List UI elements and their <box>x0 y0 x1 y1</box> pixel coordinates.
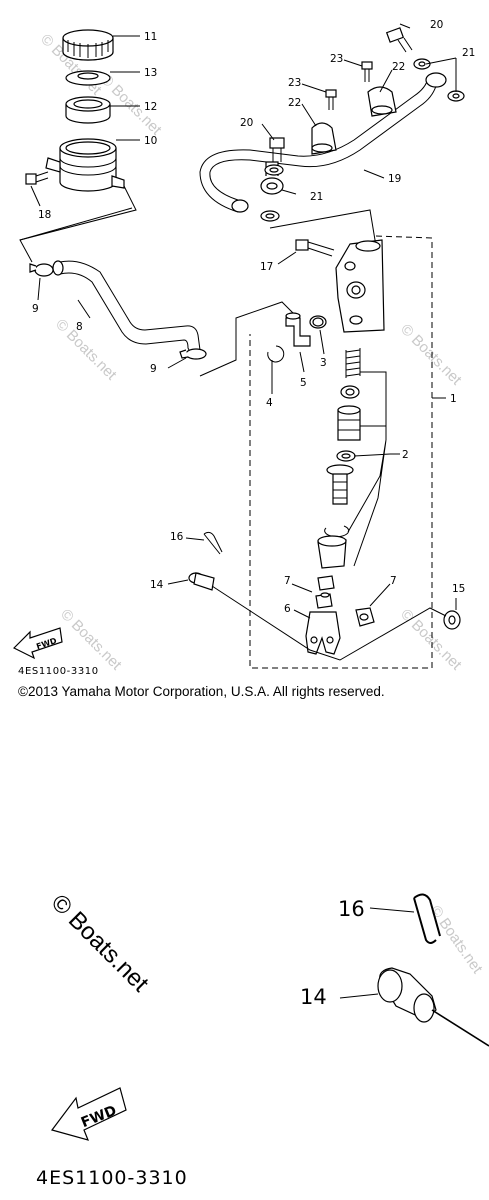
bolt <box>295 239 335 257</box>
spring-seat <box>340 385 360 399</box>
hose-clamp <box>179 348 207 360</box>
part-label-14: 14 <box>150 579 164 591</box>
bolt <box>25 171 49 185</box>
hose-holder <box>311 86 397 155</box>
reservoir-hose <box>52 260 201 353</box>
watermark-text: © Boats.net <box>46 889 154 997</box>
cotter-pin <box>203 531 223 555</box>
fwd-arrow-icon: FWD <box>12 627 63 660</box>
diaphragm-plate <box>65 70 111 86</box>
clevis-pin <box>188 572 215 591</box>
part-label-19: 19 <box>388 173 401 185</box>
part-label-23: 23 <box>288 77 301 89</box>
copper-washer <box>260 58 465 222</box>
hose-joint <box>285 312 311 347</box>
part-label-18: 18 <box>38 209 51 221</box>
nut <box>315 575 335 609</box>
part-label-15: 15 <box>452 583 465 595</box>
watermark-text: © Boats.net <box>397 321 465 389</box>
part-label-16: 16 <box>170 531 184 543</box>
part-label-3: 3 <box>320 357 327 369</box>
part-label-16: 16 <box>338 897 365 921</box>
watermark-text: © Boats.net <box>57 606 125 674</box>
part-label-2: 2 <box>402 449 409 461</box>
piston <box>337 405 361 441</box>
part-label-17: 17 <box>260 261 273 273</box>
diagram-code: 4ES1100-3310 <box>36 1167 188 1189</box>
part-label-23: 23 <box>330 53 343 65</box>
part-label-14: 14 <box>300 985 327 1009</box>
part-label-12: 12 <box>144 101 157 113</box>
part-label-20: 20 <box>430 19 443 31</box>
part-label-7: 7 <box>390 575 397 587</box>
part-label-22: 22 <box>392 61 405 73</box>
part-label-7: 7 <box>284 575 291 587</box>
part-label-21: 21 <box>310 191 323 203</box>
spring <box>345 348 361 378</box>
part-label-22: 22 <box>288 97 301 109</box>
part-label-5: 5 <box>300 377 307 389</box>
union-bolt <box>385 27 413 53</box>
copyright-text: ©2013 Yamaha Motor Corporation, U.S.A. A… <box>18 684 385 699</box>
circlip <box>324 525 350 538</box>
cotter-pin <box>413 893 441 944</box>
fwd-arrow-icon: FWD <box>50 1087 127 1141</box>
part-label-11: 11 <box>144 31 157 43</box>
part-label-6: 6 <box>284 603 291 615</box>
o-ring <box>309 315 327 329</box>
part-label-8: 8 <box>76 321 83 333</box>
circlip <box>267 345 285 363</box>
watermark-text: © Boats.net <box>52 316 120 384</box>
part-label-10: 10 <box>144 135 157 147</box>
part-label-13: 13 <box>144 67 157 79</box>
union-bolt <box>269 137 285 162</box>
part-label-1: 1 <box>450 393 457 405</box>
part-label-9: 9 <box>150 363 157 375</box>
reservoir-tank <box>45 138 125 192</box>
part-label-20: 20 <box>240 117 253 129</box>
brake-hose <box>199 77 437 213</box>
part-label-9: 9 <box>32 303 39 315</box>
part-label-21: 21 <box>462 47 475 59</box>
reservoir-cap <box>62 29 114 61</box>
master-cylinder-body <box>335 239 385 333</box>
hose-clamp <box>29 263 54 277</box>
part-label-4: 4 <box>266 397 273 409</box>
screw <box>325 61 373 110</box>
piston-washer <box>336 450 356 462</box>
push-rod <box>326 464 354 505</box>
plain-washer <box>443 610 461 630</box>
clevis <box>305 611 341 655</box>
nut <box>355 607 375 627</box>
dust-boot <box>317 535 347 569</box>
clevis-pin <box>377 967 489 1047</box>
diagram-code: 4ES1100-3310 <box>18 666 99 677</box>
diaphragm <box>65 96 111 124</box>
